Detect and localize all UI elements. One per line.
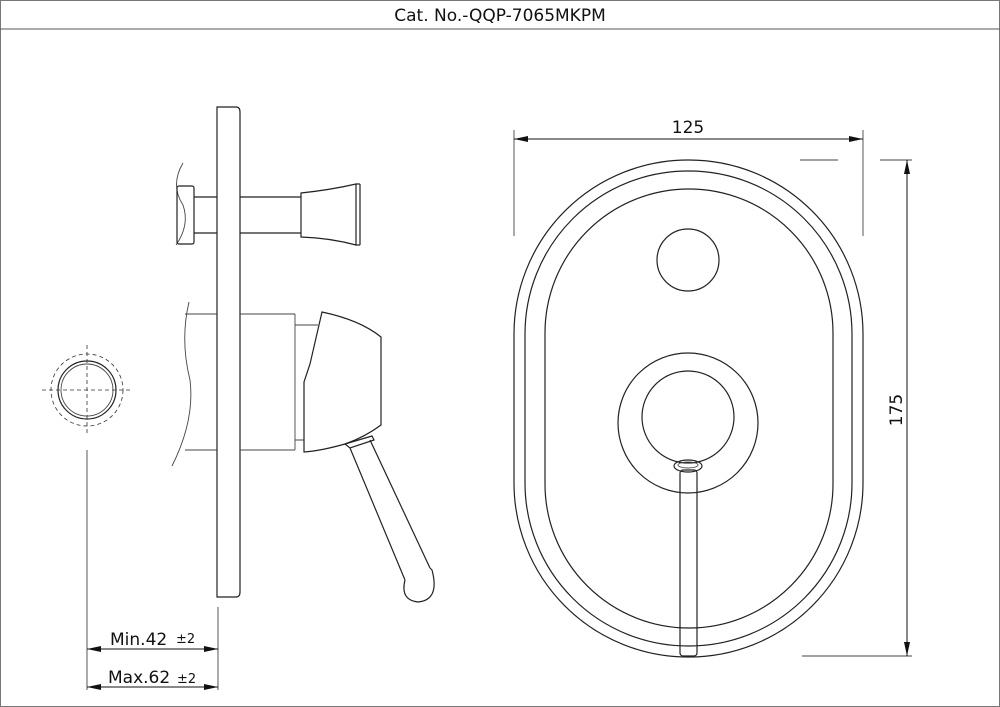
height-label: 175 — [887, 394, 907, 426]
min-tolerance-label: ±2 — [176, 632, 195, 647]
width-dimension: 125 — [513, 118, 864, 236]
catalog-title: Cat. No.-QQP-7065MKPM — [394, 6, 606, 26]
min-depth-label: Min.42 — [110, 630, 167, 650]
max-depth-label: Max.62 — [108, 668, 170, 688]
handle-cap — [641, 370, 735, 464]
height-dimension: 175 — [800, 159, 912, 657]
front-view — [513, 159, 864, 658]
pipe-end-view — [42, 345, 132, 435]
diverter-knob — [656, 228, 720, 292]
handle-escutcheon — [617, 352, 759, 494]
side-view — [171, 106, 435, 603]
depth-dimensions: Min.42 ±2 Max.62 ±2 — [86, 450, 219, 690]
width-label: 125 — [672, 118, 704, 138]
max-tolerance-label: ±2 — [177, 672, 196, 687]
lever — [679, 469, 698, 657]
